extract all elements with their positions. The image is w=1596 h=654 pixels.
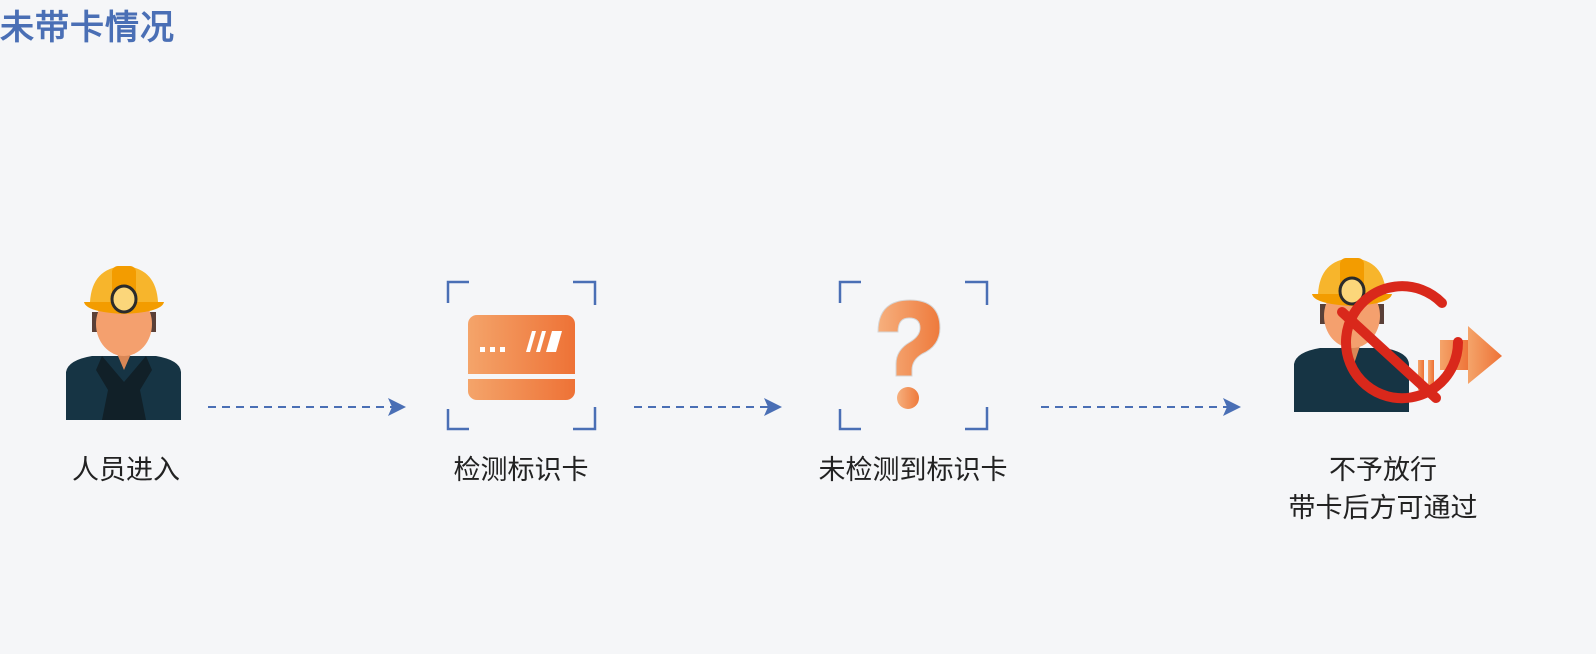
id-card-icon (468, 315, 575, 400)
step-label-detect: 检测标识卡 (453, 455, 589, 486)
denied-line-2: 带卡后方可通过 (1288, 493, 1478, 524)
worker-denied-icon (1294, 258, 1502, 412)
dashed-arrow (208, 398, 406, 416)
scan-frame (446, 280, 597, 431)
dashed-arrow (1041, 398, 1241, 416)
step-label-not-detected: 未检测到标识卡 (818, 455, 1008, 486)
question-mark-icon (877, 299, 941, 409)
worker-icon (66, 266, 181, 420)
denied-line-1: 不予放行 (1329, 455, 1437, 486)
scan-frame (838, 280, 989, 431)
step-label-denied: 不予放行 带卡后方可通过 (1233, 452, 1533, 528)
page-title: 未带卡情况 (0, 8, 175, 48)
step-label-enter: 人员进入 (72, 455, 180, 486)
dashed-arrow (634, 398, 782, 416)
